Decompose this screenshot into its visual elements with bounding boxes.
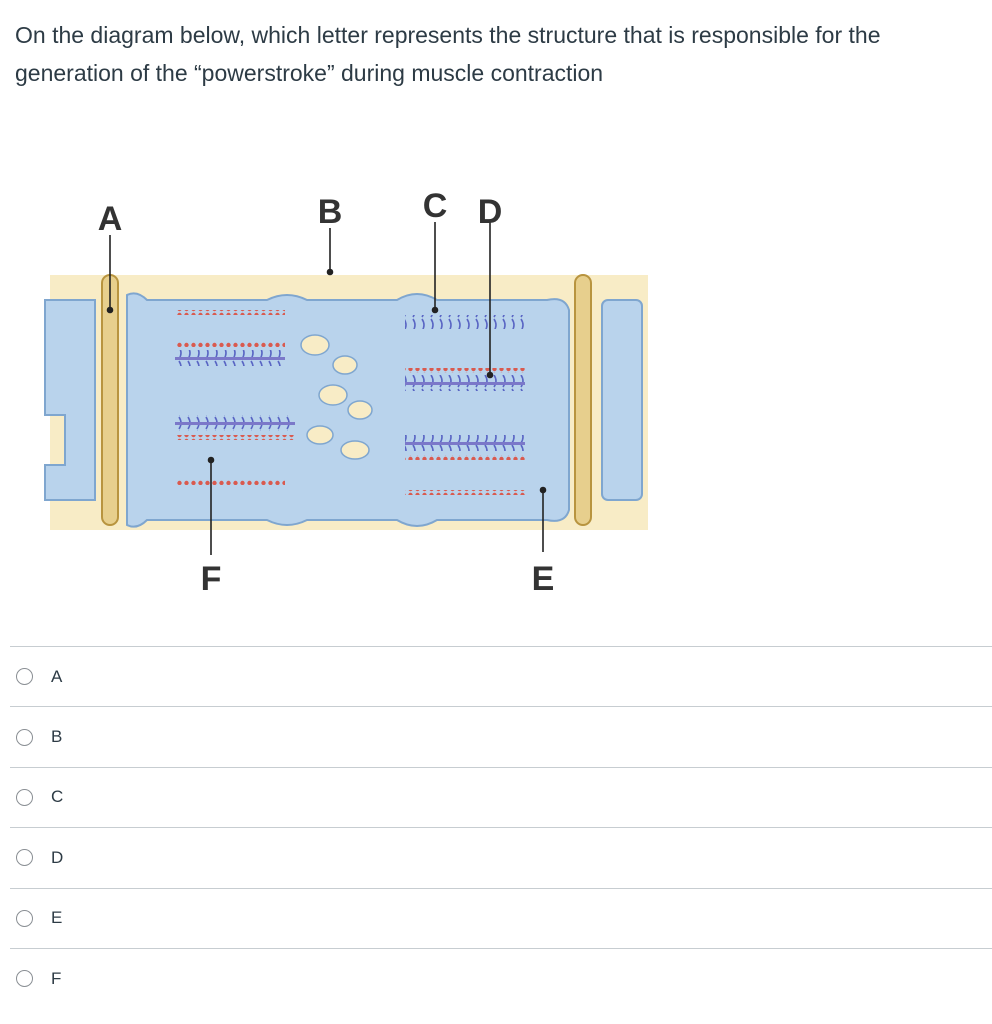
- answer-label: F: [51, 969, 61, 989]
- radio-button[interactable]: [16, 970, 33, 987]
- answer-label: A: [51, 667, 62, 687]
- answer-option-d[interactable]: D: [10, 827, 992, 887]
- answer-option-e[interactable]: E: [10, 888, 992, 948]
- answer-option-f[interactable]: F: [10, 948, 992, 1008]
- radio-button[interactable]: [16, 849, 33, 866]
- answer-option-b[interactable]: B: [10, 706, 992, 766]
- answer-list: A B C D E F: [10, 646, 992, 1008]
- answer-label: E: [51, 908, 62, 928]
- radio-button[interactable]: [16, 729, 33, 746]
- label-a: A: [98, 200, 123, 238]
- label-b: B: [318, 193, 343, 231]
- answer-label: B: [51, 727, 62, 747]
- answer-label: D: [51, 848, 63, 868]
- radio-button[interactable]: [16, 789, 33, 806]
- label-e: E: [532, 560, 555, 598]
- sarcoplasmic-reticulum: [45, 293, 642, 526]
- question-text: On the diagram below, which letter repre…: [15, 16, 980, 92]
- radio-button[interactable]: [16, 910, 33, 927]
- answer-option-a[interactable]: A: [10, 646, 992, 706]
- answer-label: C: [51, 787, 63, 807]
- radio-button[interactable]: [16, 668, 33, 685]
- label-d: D: [478, 193, 503, 231]
- answer-option-c[interactable]: C: [10, 767, 992, 827]
- label-f: F: [201, 560, 222, 598]
- muscle-fiber-diagram: A B C D E F: [15, 150, 648, 610]
- label-c: C: [423, 187, 448, 225]
